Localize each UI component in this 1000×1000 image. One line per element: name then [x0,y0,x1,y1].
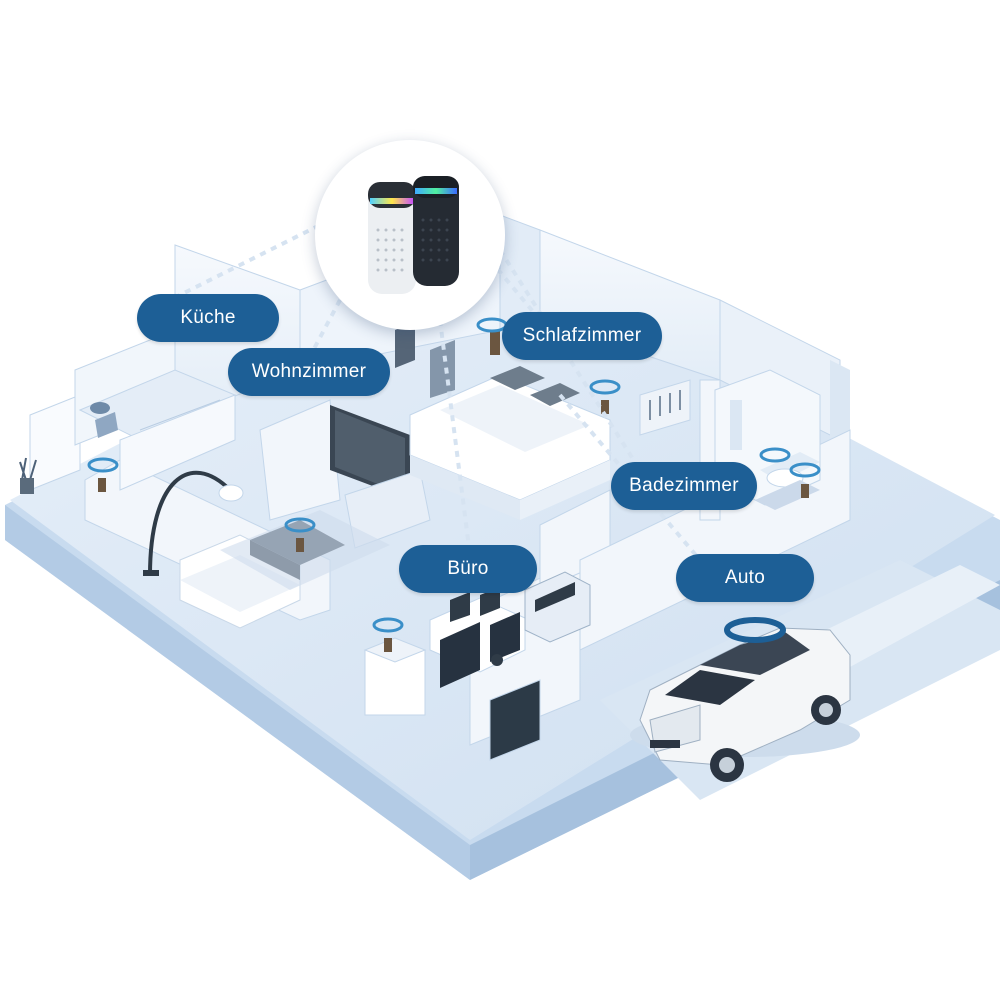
connector-lines [169,218,702,562]
label-kueche: Küche [137,294,279,342]
label-auto: Auto [676,554,814,602]
airflow-icons [87,317,821,643]
label-badezimmer: Badezimmer [611,462,757,510]
label-schlafzimmer: Schlafzimmer [502,312,662,360]
label-wohnzimmer: Wohnzimmer [228,348,390,396]
product-inset [315,140,505,330]
car [630,627,860,782]
living-room [143,405,431,629]
bedroom [395,322,691,520]
air-purifier-pair-icon [368,176,459,294]
kitchen [19,329,237,494]
label-buero: Büro [399,545,537,593]
purifier-devices [98,400,809,652]
